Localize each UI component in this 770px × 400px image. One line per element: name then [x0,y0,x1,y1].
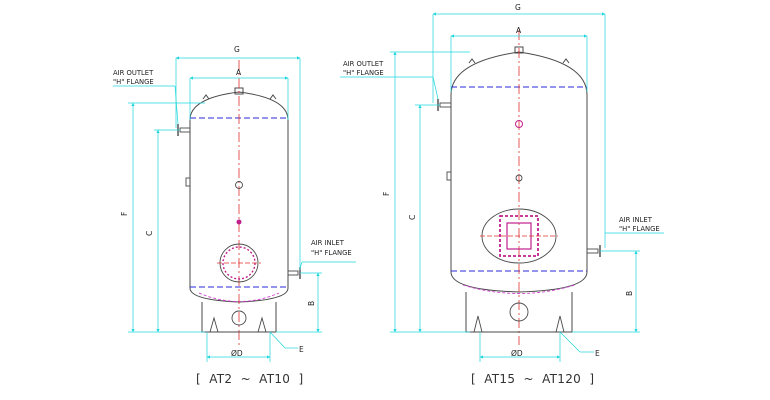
small-dimensions [113,56,356,362]
small-handhole [217,243,261,283]
large-side-coupling [446,171,452,181]
large-dim-od-label: ØD [511,349,523,358]
large-lifting-lug-right [562,58,570,64]
small-air-inlet-label: AIR INLET [311,239,345,247]
large-dimensions [340,12,664,362]
large-air-outlet-label: AIR OUTLET [343,60,384,68]
large-vessel-shell [450,51,588,293]
small-valve-lower [236,219,242,225]
large-dished-bottom [462,284,576,294]
small-lifting-lug-right [269,94,277,100]
large-dim-f-label: F [382,192,391,196]
large-lifting-lug-left [468,58,476,64]
small-dim-f-label: F [120,212,129,216]
large-vessel-caption: [ AT15 ~ AT120 ] [471,372,595,386]
large-base-legs [465,292,573,333]
large-air-inlet-flange [586,245,601,257]
small-dim-c-label: C [145,231,154,236]
small-drain-hole [231,310,247,326]
small-dim-e-label: E [299,345,304,354]
small-base-legs [201,302,277,333]
small-valve-upper [235,181,243,189]
large-drain-hole [509,302,529,322]
large-vessel [437,30,601,345]
small-air-outlet-label: AIR OUTLET [113,69,154,77]
large-air-inlet-label: AIR INLET [619,216,653,224]
large-manway [480,208,558,264]
small-air-inlet-flange [287,267,301,279]
large-air-outlet-flange-label: "H" FLANGE [343,69,384,77]
small-dim-od-label: ØD [231,349,243,358]
small-air-outlet-flange-label: "H" FLANGE [113,78,154,86]
large-dim-b-label: B [625,291,634,296]
large-air-inlet-flange-label: "H" FLANGE [619,225,660,233]
large-valve-upper [515,120,523,128]
large-dim-e-label: E [595,349,600,358]
small-vessel-caption: [ AT2 ~ AT10 ] [196,372,304,386]
large-dim-a-label: A [516,26,522,35]
small-side-coupling [185,177,191,187]
small-vessel [177,60,301,345]
large-valve-lower [515,174,523,182]
small-dim-a-label: A [236,68,242,77]
small-lifting-lug-left [202,94,210,100]
large-dim-g-label: G [515,3,521,12]
small-dim-b-label: B [307,301,316,306]
large-dim-c-label: C [408,215,417,220]
small-air-inlet-flange-label: "H" FLANGE [311,249,352,257]
small-dim-g-label: G [234,45,240,54]
